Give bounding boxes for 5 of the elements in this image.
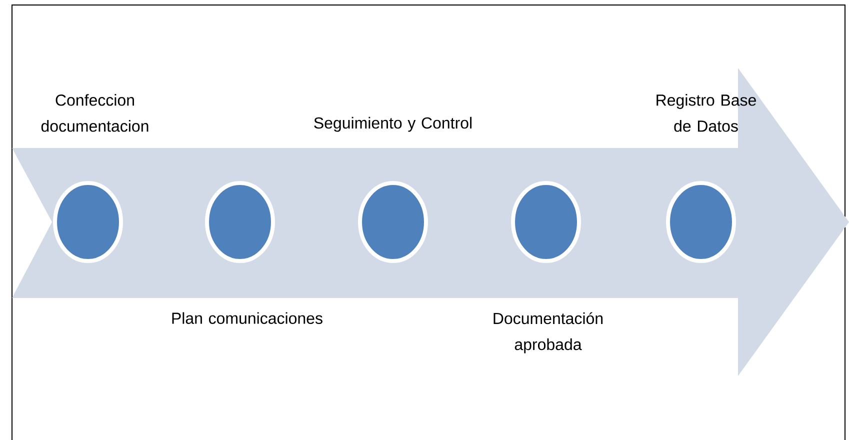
milestone-label: Seguimiento y Control [314,116,472,132]
milestone-label: Confeccion documentacion [41,94,148,132]
milestone-label: Documentación aprobada [494,312,603,354]
milestone-label: Plan comunicaciones [172,312,322,324]
milestone-label: Registro Base de Datos [656,94,756,132]
